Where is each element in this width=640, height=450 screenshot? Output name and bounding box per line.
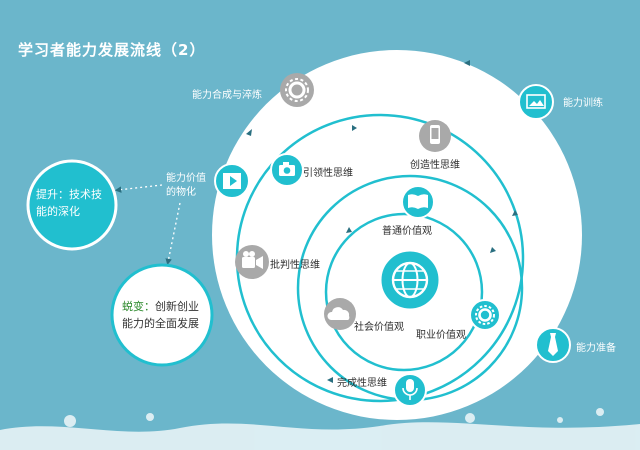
creative-thinking-label: 创造性思维 xyxy=(410,160,460,171)
synthesis-gear-icon xyxy=(280,73,314,107)
social-cloud-icon xyxy=(324,298,356,330)
page-title: 学习者能力发展流线（2） xyxy=(18,41,206,59)
complete-microphone-icon xyxy=(393,373,427,407)
lead-thinking-label: 引领性思维 xyxy=(303,168,353,179)
creative-phone-icon xyxy=(419,120,451,152)
training-label: 能力训练 xyxy=(563,98,603,109)
preparation-label: 能力准备 xyxy=(576,343,616,354)
bottom-splash-decoration xyxy=(0,408,640,450)
transform-prefix: 蜕变： xyxy=(122,300,155,313)
transform-circle xyxy=(110,263,214,367)
center-ring xyxy=(324,212,484,372)
value-materialize-label: 能力价值的物化 xyxy=(166,173,206,198)
complete-thinking-label: 完成性思维 xyxy=(337,378,387,389)
career-gear-icon xyxy=(469,299,501,331)
critical-thinking-label: 批判性思维 xyxy=(270,260,320,271)
common-book-icon xyxy=(401,185,435,219)
training-image-icon xyxy=(518,84,554,120)
synthesis-label: 能力合成与淬炼 xyxy=(192,90,262,101)
lead-camera-icon xyxy=(270,153,304,187)
upgrade-text: 提升：技术技能的深化 xyxy=(36,188,102,218)
upgrade-circle xyxy=(26,159,118,251)
dotted-connectors xyxy=(114,184,181,266)
common-values-label: 普通价值观 xyxy=(382,226,432,237)
ring-arrows xyxy=(246,60,518,383)
value-film-icon xyxy=(214,163,250,199)
critical-video-camera-icon xyxy=(235,245,269,279)
preparation-tie-icon xyxy=(535,327,571,363)
center-globe-icon xyxy=(378,248,442,312)
career-values-label: 职业价值观 xyxy=(416,330,466,341)
transform-text: 蜕变：创新创业能力的全面发展 xyxy=(122,298,208,332)
transform-rest: 创新创业能力的全面发展 xyxy=(122,300,199,330)
social-values-label: 社会价值观 xyxy=(354,322,404,333)
